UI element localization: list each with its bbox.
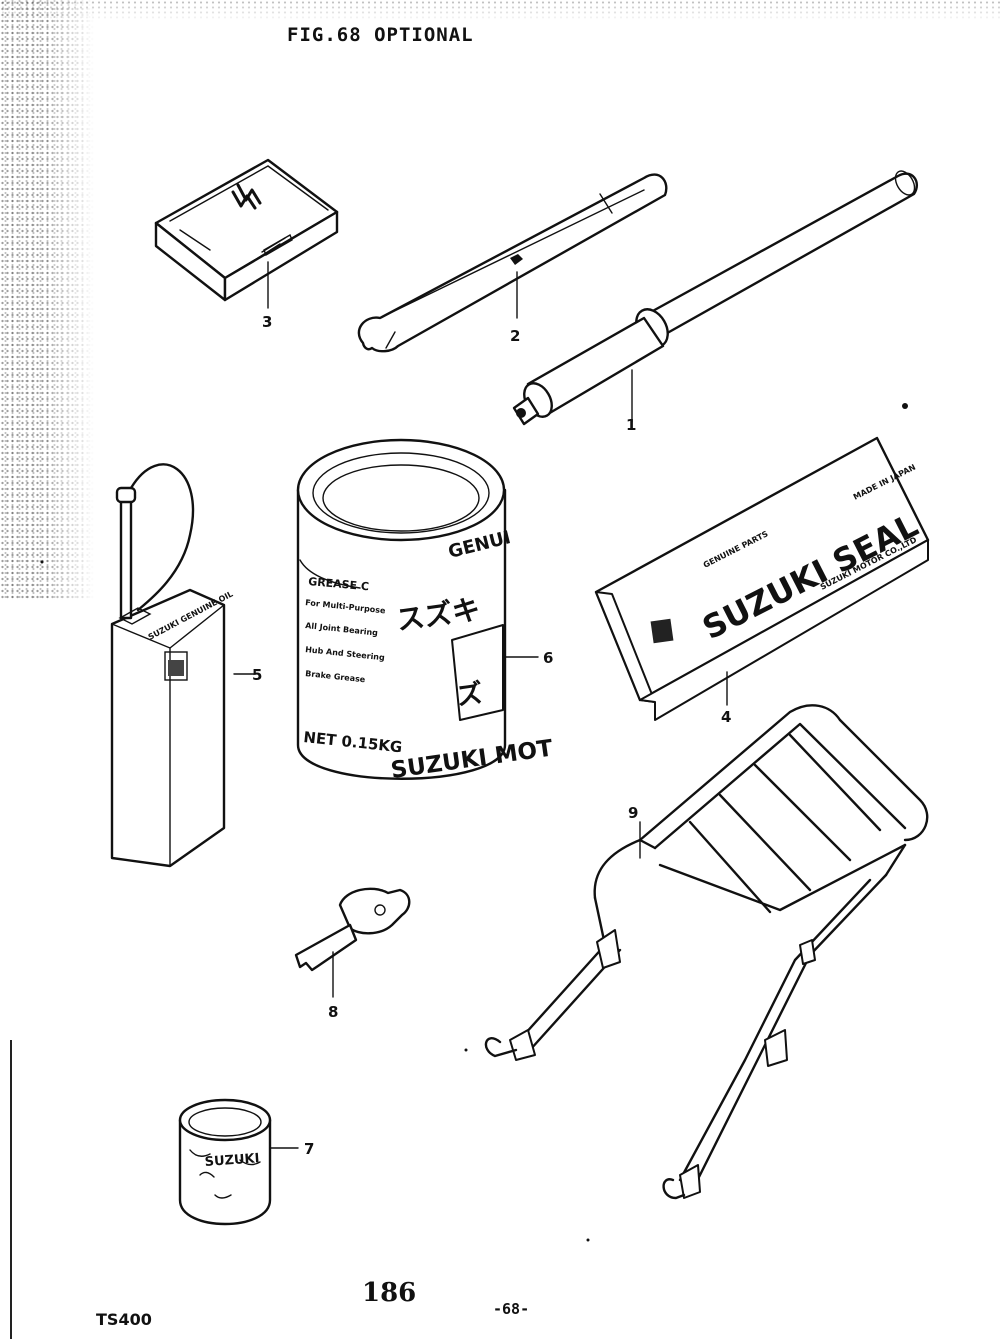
tool-case-drawing xyxy=(154,158,339,302)
grease-jp-text-2: ズ xyxy=(455,678,485,712)
grease-can-drawing: GENUI GREASE C スズキ ズ For Multi-Purpose A… xyxy=(296,438,555,784)
callout-8-number: 8 xyxy=(328,1003,338,1021)
seal-box-drawing: SUZUKI SEAL GENUINE PARTS MADE IN JAPAN … xyxy=(594,436,930,721)
callout-6-number: 6 xyxy=(543,649,553,667)
callout-4-number: 4 xyxy=(721,708,731,726)
page-edge-line xyxy=(10,1040,12,1339)
oiler-can-drawing: SUZUKI GENUINE OIL xyxy=(110,463,234,868)
page-number: 186 xyxy=(362,1278,417,1308)
callout-3-number: 3 xyxy=(262,313,272,331)
grease-grade-text: GREASE C xyxy=(308,575,370,593)
key-blank-drawing xyxy=(294,887,411,972)
carrier-rack-drawing xyxy=(484,704,929,1200)
callout-7-number: 7 xyxy=(304,1140,314,1158)
callout-2-number: 2 xyxy=(510,327,520,345)
callout-9-number: 9 xyxy=(628,804,638,822)
callout-1-number: 1 xyxy=(626,416,636,434)
scan-noise-top xyxy=(0,0,1000,22)
page-code: -68- xyxy=(493,1300,530,1318)
figure-title: FIG.68 OPTIONAL xyxy=(287,24,474,46)
model-code: TS400 xyxy=(96,1310,152,1329)
callout-5-number: 5 xyxy=(252,666,262,684)
tire-pump-drawing xyxy=(512,170,919,426)
tire-lever-drawing xyxy=(357,173,668,353)
scan-noise-left xyxy=(0,0,95,600)
paint-can-label-text: SUZUKI xyxy=(204,1151,260,1170)
paint-can-drawing: SUZUKI xyxy=(178,1098,272,1226)
